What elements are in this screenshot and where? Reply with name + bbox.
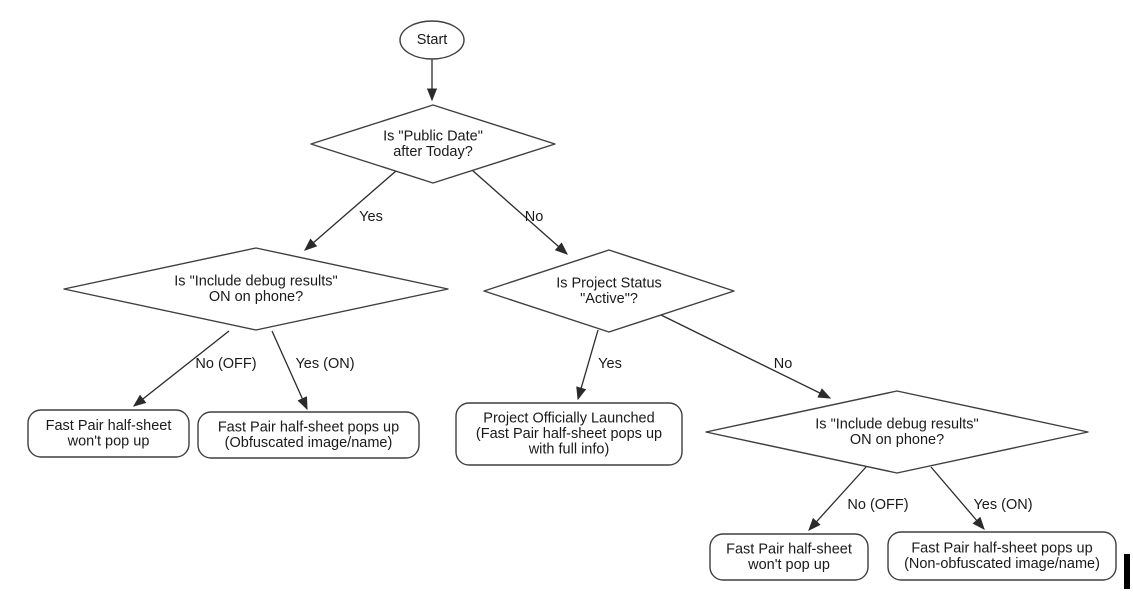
result-launched-label-line: (Fast Pair half-sheet pops up — [476, 426, 662, 442]
decision-public-date-label-line: after Today? — [393, 144, 473, 160]
decision-debug-right-label-line: Is "Include debug results" — [815, 416, 978, 432]
result-obfuscated-shape — [197, 411, 420, 459]
result-launched-label-line: with full info) — [528, 442, 610, 458]
edge-debug-right-no-off-arrow — [808, 466, 867, 531]
result-wont-pop-up-right-label-line: won't pop up — [747, 557, 830, 573]
result-wont-pop-up-right-shape — [709, 533, 869, 581]
result-wont-pop-up-left-label-line: Fast Pair half-sheet — [46, 418, 172, 434]
edge-project-status-yes-label: Yes — [598, 356, 622, 372]
decision-project-status-label-line: "Active"? — [580, 291, 638, 307]
edge-project-status-yes-arrow — [576, 329, 599, 401]
node-decision-project-status: Is Project Status"Active"? — [483, 249, 735, 333]
edge-debug-left-yes-on-label: Yes (ON) — [295, 356, 354, 372]
node-decision-public-date: Is "Public Date"after Today? — [310, 104, 556, 184]
edge-debug-right-yes-on: Yes (ON) — [930, 466, 1033, 530]
decision-debug-left-label-line: ON on phone? — [209, 289, 303, 305]
node-decision-debug-right: Is "Include debug results"ON on phone? — [705, 390, 1089, 474]
cursor-artifact — [1124, 554, 1130, 589]
edge-debug-left-yes-on-arrow — [271, 330, 308, 411]
edge-project-status-no-arrow — [660, 314, 832, 399]
result-non-obfuscated-shape — [887, 531, 1117, 581]
node-start: Start — [399, 20, 465, 60]
node-result-obfuscated: Fast Pair half-sheet pops up(Obfuscated … — [197, 411, 420, 459]
edge-debug-left-yes-on: Yes (ON) — [271, 330, 355, 411]
decision-debug-left-shape — [63, 247, 449, 331]
edge-debug-left-no-off-arrow — [132, 330, 230, 407]
decision-project-status-label-line: Is Project Status — [556, 275, 662, 291]
decision-debug-right-shape — [705, 390, 1089, 474]
result-launched-shape — [455, 402, 683, 466]
edge-project-status-no: No — [660, 314, 832, 399]
result-launched-label-line: Project Officially Launched — [483, 411, 654, 427]
edge-public-date-yes: Yes — [304, 170, 397, 251]
result-obfuscated-label-line: Fast Pair half-sheet pops up — [218, 419, 399, 435]
start-label-line: Start — [417, 32, 448, 48]
result-non-obfuscated-label-line: (Non-obfuscated image/name) — [904, 556, 1100, 572]
result-wont-pop-up-right-label-line: Fast Pair half-sheet — [726, 541, 852, 557]
edge-project-status-yes: Yes — [576, 329, 622, 401]
result-wont-pop-up-left-label-line: won't pop up — [67, 433, 150, 449]
node-decision-debug-left: Is "Include debug results"ON on phone? — [63, 247, 449, 331]
edge-debug-left-no-off: No (OFF) — [132, 330, 257, 407]
start-shape — [399, 20, 465, 60]
edge-public-date-yes-label: Yes — [359, 209, 383, 225]
decision-debug-left-label-line: Is "Include debug results" — [174, 273, 337, 289]
node-result-non-obfuscated: Fast Pair half-sheet pops up(Non-obfusca… — [887, 531, 1117, 581]
edge-public-date-no-label: No — [525, 209, 544, 225]
edge-debug-right-yes-on-arrow — [930, 466, 985, 530]
edge-project-status-no-label: No — [774, 356, 793, 372]
decision-project-status-shape — [483, 249, 735, 333]
decision-public-date-label-line: Is "Public Date" — [383, 128, 483, 144]
edge-public-date-no: No — [471, 169, 568, 255]
edge-public-date-no-arrow — [471, 169, 568, 255]
edge-debug-left-no-off-label: No (OFF) — [195, 356, 256, 372]
edge-debug-right-no-off-label: No (OFF) — [847, 497, 908, 513]
decision-public-date-shape — [310, 104, 556, 184]
result-wont-pop-up-left-shape — [27, 409, 190, 458]
edge-public-date-yes-arrow — [304, 170, 397, 251]
result-obfuscated-label-line: (Obfuscated image/name) — [225, 435, 393, 451]
node-result-launched: Project Officially Launched(Fast Pair ha… — [455, 402, 683, 466]
result-non-obfuscated-label-line: Fast Pair half-sheet pops up — [911, 540, 1092, 556]
edge-debug-right-yes-on-label: Yes (ON) — [973, 497, 1032, 513]
edge-debug-right-no-off: No (OFF) — [808, 466, 909, 531]
decision-debug-right-label-line: ON on phone? — [850, 432, 944, 448]
